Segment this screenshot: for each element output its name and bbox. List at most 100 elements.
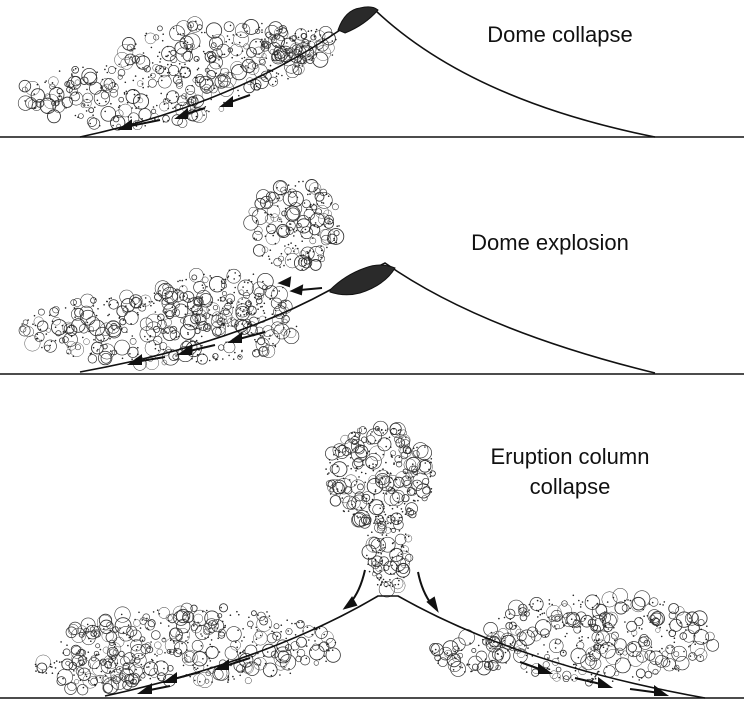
cloud-stipple	[206, 79, 209, 81]
cloud-puff	[18, 324, 31, 337]
cloud-puff	[272, 180, 288, 196]
cloud-stipple	[51, 666, 53, 668]
cloud-stipple	[372, 469, 375, 472]
cloud-puff	[99, 343, 115, 360]
cloud-puff	[379, 536, 396, 553]
cloud-stipple	[100, 670, 103, 673]
cloud-stipple	[655, 662, 657, 664]
cloud-puff	[175, 47, 192, 63]
cloud-stipple	[41, 670, 44, 672]
cloud-puff	[389, 547, 404, 562]
cloud-stipple	[491, 645, 494, 648]
cloud-stipple	[243, 281, 246, 283]
cloud-stipple	[86, 88, 88, 91]
cloud-stipple	[96, 71, 98, 73]
cloud-puff	[49, 83, 56, 90]
cloud-stipple	[54, 326, 57, 328]
cloud-puff	[542, 661, 550, 669]
cloud-stipple	[256, 629, 259, 631]
cloud-stipple	[431, 650, 434, 652]
cloud-puff	[165, 290, 173, 298]
cloud-puff	[164, 637, 180, 653]
cloud-puff	[614, 671, 620, 677]
cloud-puff	[190, 623, 198, 631]
cloud-stipple	[138, 97, 141, 99]
cloud-stipple	[243, 313, 245, 316]
cloud-puff	[329, 464, 340, 474]
cloud-stipple	[163, 661, 165, 663]
cloud-puff	[225, 293, 236, 304]
cloud-stipple	[611, 613, 613, 616]
cloud-puff	[182, 611, 195, 623]
cloud-puff	[589, 649, 601, 662]
cloud-puff	[74, 79, 81, 86]
cloud-stipple	[268, 338, 271, 340]
cloud-puff	[198, 293, 214, 308]
cloud-stipple	[114, 643, 117, 646]
cloud-stipple	[363, 464, 365, 466]
cloud-stipple	[265, 57, 268, 59]
cloud-stipple	[219, 631, 221, 633]
cloud-puff	[182, 314, 199, 331]
cloud-stipple	[186, 67, 189, 70]
cloud-stipple	[206, 110, 208, 112]
cloud-puff	[310, 34, 317, 41]
cloud-stipple	[224, 624, 226, 627]
cloud-stipple	[459, 666, 461, 668]
cloud-stipple	[62, 652, 64, 654]
cloud-puff	[270, 297, 283, 309]
cloud-puff	[145, 313, 162, 330]
cloud-puff	[106, 621, 114, 630]
cloud-puff	[350, 439, 365, 454]
cloud-puff	[248, 206, 259, 217]
cloud-puff	[287, 190, 304, 207]
cloud-stipple	[396, 513, 399, 515]
cloud-stipple	[471, 670, 473, 672]
cloud-stipple	[289, 672, 292, 675]
cloud-stipple	[668, 631, 671, 633]
cloud-stipple	[607, 628, 610, 630]
cloud-puff	[18, 79, 32, 93]
cloud-puff	[175, 634, 183, 642]
cloud-puff	[271, 50, 286, 65]
cloud-stipple	[127, 624, 130, 626]
cloud-stipple	[241, 298, 243, 300]
cloud-puff	[118, 650, 125, 657]
cloud-stipple	[602, 624, 604, 626]
cloud-stipple	[416, 446, 418, 449]
cloud-stipple	[184, 313, 187, 316]
cloud-puff	[190, 313, 201, 325]
cloud-stipple	[302, 45, 304, 48]
cloud-puff	[224, 646, 239, 660]
cloud-stipple	[242, 286, 244, 288]
cloud-stipple	[72, 355, 75, 357]
cloud-stipple	[648, 603, 651, 605]
cloud-stipple	[241, 349, 243, 352]
cloud-stipple	[253, 312, 256, 315]
cloud-puff	[395, 461, 403, 468]
cloud-puff	[377, 437, 392, 452]
cloud-stipple	[417, 499, 419, 502]
cloud-puff	[95, 643, 101, 649]
cloud-stipple	[42, 672, 44, 674]
cloud-puff	[87, 354, 98, 364]
cloud-puff	[273, 257, 282, 267]
cloud-stipple	[326, 643, 329, 646]
cloud-stipple	[679, 622, 682, 624]
cloud-stipple	[541, 612, 544, 615]
cloud-puff	[587, 618, 597, 628]
cloud-puff	[557, 603, 573, 619]
cloud-stipple	[156, 655, 158, 657]
cloud-stipple	[612, 596, 615, 599]
cloud-stipple	[182, 33, 184, 35]
cloud-stipple	[298, 50, 301, 53]
cloud-puff	[182, 291, 195, 303]
cloud-stipple	[364, 427, 366, 430]
cloud-stipple	[397, 554, 400, 557]
cloud-puff	[118, 103, 133, 118]
cloud-stipple	[236, 610, 238, 613]
blast-arrows	[277, 276, 323, 296]
cloud-stipple	[288, 223, 291, 225]
cloud-puff	[101, 676, 110, 684]
cloud-stipple	[96, 625, 99, 628]
